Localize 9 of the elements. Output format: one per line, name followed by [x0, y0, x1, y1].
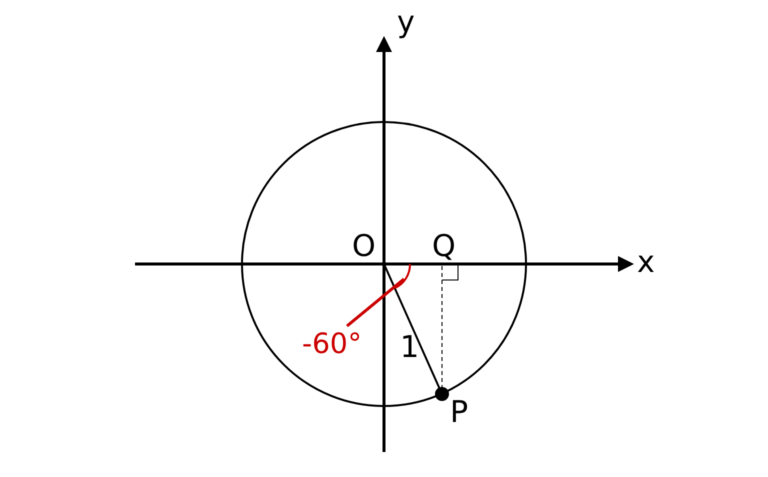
axis-label: x: [637, 248, 655, 278]
axis-label: y: [397, 8, 415, 38]
angle-label: -60°: [302, 330, 362, 358]
angle-arc: [394, 264, 411, 289]
point-label: Q: [432, 232, 456, 262]
point-label: P: [450, 398, 468, 428]
leader-line: [346, 278, 405, 328]
origin-label: O: [352, 232, 376, 262]
length-label: 1: [400, 333, 420, 363]
